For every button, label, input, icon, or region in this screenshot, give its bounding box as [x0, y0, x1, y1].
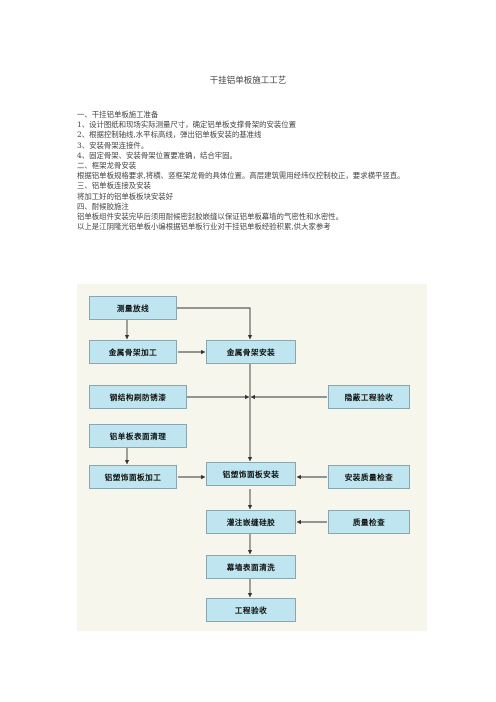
- node-metal-frame-process: 金属骨架加工: [89, 340, 177, 364]
- body-line: 1、设计图纸和现场实际测量尺寸，确定铝单板支撑骨架的安装位置: [77, 120, 297, 130]
- section-heading: 三、铝单板连接及安装: [77, 181, 151, 191]
- body-line: 根据铝单板规格要求,将横、竖框架龙骨的具体位置。高层建筑需用经纬仪控制校正，要求…: [77, 171, 405, 181]
- section-heading: 四、耐候胶施注: [77, 201, 129, 211]
- node-acceptance: 工程验收: [206, 598, 296, 622]
- node-sealant: 灌注嵌缝硅胶: [206, 510, 296, 534]
- node-panel-process: 铝塑饰面板加工: [89, 465, 177, 489]
- node-steel-rust: 钢结构刷防锈漆: [89, 385, 187, 409]
- process-flowchart: 测量放线 金属骨架加工 金属骨架安装 钢结构刷防锈漆 隐蔽工程验收 铝单板表面清…: [77, 284, 427, 631]
- section-heading: 二、框架龙骨安装: [77, 161, 137, 171]
- document-body: 一、干挂铝单板施工准备 1、设计图纸和现场实际测量尺寸，确定铝单板支撑骨架的安装…: [77, 110, 427, 232]
- node-quality-check: 质量检查: [328, 510, 410, 534]
- node-metal-frame-install: 金属骨架安装: [206, 340, 296, 364]
- node-measure: 测量放线: [89, 296, 177, 320]
- body-line: 以上是江阴隆光铝单板小编根据铝单板行业对干挂铝单板经验积累,供大家参考: [77, 222, 331, 232]
- node-panel-install: 铝塑饰面板安装: [206, 462, 296, 486]
- node-surface-clean: 铝单板表面清理: [89, 424, 187, 448]
- body-line: 2、根据控制轴线,水平标高线，弹出铝单板安装的基准线: [77, 130, 262, 140]
- node-wall-clean: 幕墙表面清洗: [206, 555, 296, 579]
- arrow-measure-to-install: [177, 307, 253, 340]
- body-line: 4、固定骨架、安装骨架位置要准确，结合牢固。: [77, 150, 237, 160]
- body-line: 铝单板组件安装完毕后须用耐候密封胶嵌缝以保证铝单板幕墙的气密性和水密性。: [77, 212, 344, 222]
- node-hidden-acceptance: 隐蔽工程验收: [328, 385, 410, 409]
- body-line: 将加工好的铝单板板块安装好: [77, 191, 174, 201]
- section-heading: 一、干挂铝单板施工准备: [77, 110, 159, 119]
- node-install-quality: 安装质量检查: [328, 465, 410, 489]
- flow-connectors: [124, 307, 327, 598]
- document-title: 干挂铝单板施工工艺: [209, 76, 287, 86]
- body-line: 3、安装骨架连接件。: [77, 140, 149, 150]
